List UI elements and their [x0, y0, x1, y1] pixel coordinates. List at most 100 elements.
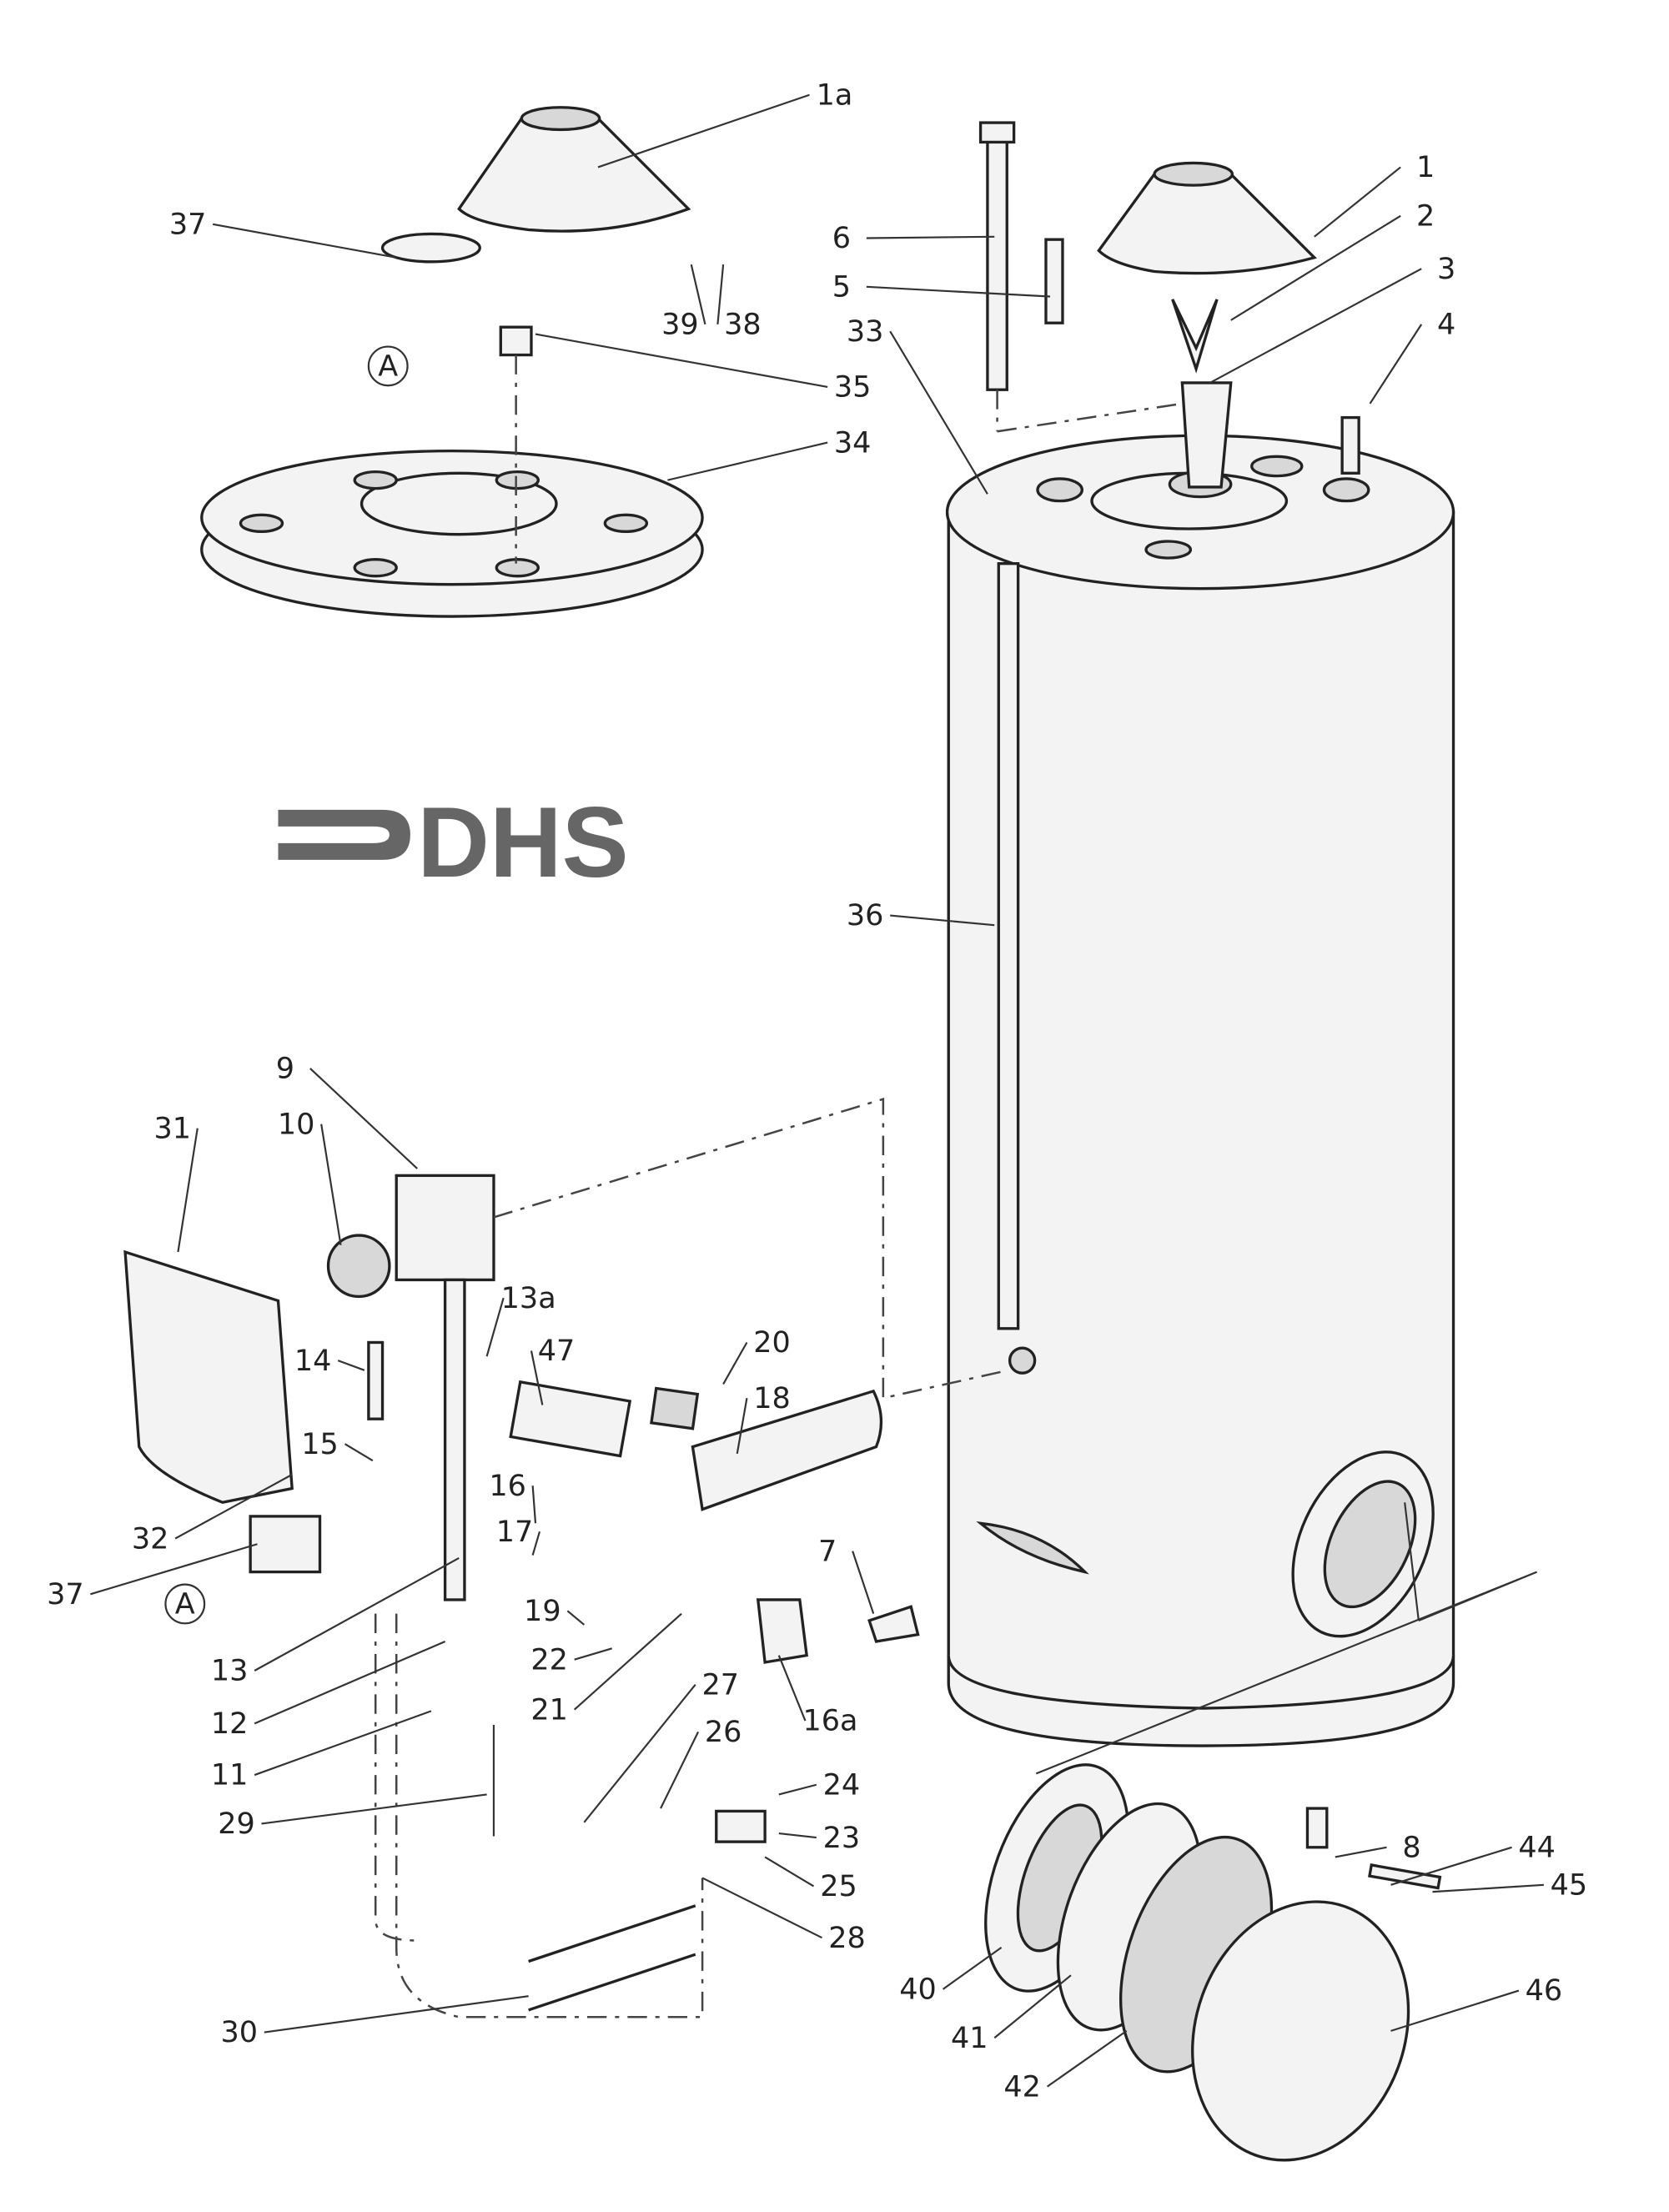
- leader-line: [573, 1612, 682, 1711]
- leader-line: [530, 1350, 544, 1405]
- part-number-label: 28: [828, 1922, 866, 1955]
- inspection-flange-assembly: [984, 1502, 1538, 2162]
- leader-line: [531, 1486, 537, 1524]
- part-number-label: 13: [211, 1655, 249, 1688]
- logo-text: DHS: [417, 787, 628, 898]
- leader-line: [1230, 214, 1401, 321]
- leader-line: [254, 1640, 446, 1725]
- leader-line: [667, 441, 828, 481]
- leader-line: [485, 1297, 505, 1357]
- leader-line: [1047, 2030, 1128, 2088]
- part-number-label: 37: [169, 208, 207, 241]
- part-number-label: 38: [724, 309, 762, 342]
- part-number-label: 24: [823, 1768, 861, 1802]
- leader-line: [660, 1731, 700, 1809]
- leader-line: [177, 1128, 199, 1253]
- part-number-label: 26: [705, 1716, 742, 1749]
- water-heater-tank: [945, 434, 1455, 1747]
- part-number-label: 6: [832, 222, 851, 255]
- leader-line: [90, 1543, 258, 1596]
- leader-line: [1390, 1989, 1520, 2032]
- part-number-label: 17: [496, 1516, 534, 1549]
- part-number-label: 45: [1551, 1868, 1588, 1902]
- part-number-label: A: [378, 350, 398, 384]
- part-number-label: 5: [832, 271, 851, 304]
- part-number-label: 1: [1416, 151, 1435, 184]
- part-number-label: 15: [301, 1428, 339, 1461]
- leader-line: [566, 1610, 586, 1626]
- part-number-label: 20: [753, 1326, 791, 1360]
- leader-line: [716, 264, 725, 324]
- part-number-label: 47: [538, 1335, 576, 1368]
- leader-line: [1209, 268, 1422, 384]
- part-number-label: 41: [951, 2022, 988, 2055]
- part-number-label: 21: [530, 1693, 568, 1727]
- leader-line: [309, 1068, 418, 1169]
- part-number-label: 12: [211, 1707, 249, 1741]
- part-number-label: 34: [834, 426, 872, 460]
- leader-line: [778, 1832, 817, 1839]
- dhs-logo: DHS: [278, 787, 629, 898]
- leader-line: [174, 1473, 293, 1540]
- part-number-label: 35: [834, 371, 872, 405]
- leader-line: [866, 235, 995, 239]
- leader-line: [701, 1877, 822, 1939]
- part-number-label: 25: [820, 1870, 857, 1903]
- leader-line: [212, 223, 397, 259]
- leader-line: [531, 1531, 541, 1556]
- leader-line: [942, 1946, 1003, 1990]
- leader-line: [535, 333, 828, 388]
- leader-line: [337, 1360, 365, 1371]
- leader-line: [254, 1710, 432, 1777]
- leader-line: [1390, 1846, 1512, 1886]
- part-number-label: 2: [1416, 199, 1435, 233]
- reference-circle: [367, 345, 409, 387]
- leader-line: [690, 264, 706, 325]
- leader-line: [889, 330, 988, 495]
- leader-line: [993, 1974, 1072, 2039]
- leader-line: [320, 1124, 342, 1245]
- leader-line: [722, 1341, 748, 1385]
- part-number-label: 30: [221, 2016, 259, 2049]
- part-number-label: 16: [489, 1470, 526, 1503]
- leader-line: [852, 1551, 875, 1614]
- leader-line: [1432, 1883, 1544, 1893]
- part-number-label: 27: [701, 1668, 739, 1702]
- leader-line: [264, 1995, 529, 2034]
- leader-line: [1314, 166, 1401, 238]
- part-number-label: 31: [153, 1112, 191, 1145]
- part-number-label: 14: [294, 1345, 332, 1378]
- gas-control-assembly: [123, 1097, 1009, 2018]
- part-number-label: 16a: [803, 1705, 858, 1738]
- leader-line: [574, 1647, 613, 1661]
- part-number-label: A: [175, 1588, 195, 1621]
- leader-line: [777, 1655, 807, 1722]
- part-number-label: 33: [847, 315, 884, 349]
- leader-line: [344, 1443, 374, 1462]
- leader-line: [890, 914, 995, 927]
- leader-line: [778, 1783, 817, 1796]
- leader-line: [1369, 324, 1423, 405]
- leader-line: [866, 285, 1051, 298]
- part-number-label: 23: [823, 1822, 861, 1855]
- leader-line: [1335, 1846, 1387, 1858]
- part-number-label: 36: [847, 899, 884, 933]
- part-number-label: 10: [278, 1108, 315, 1141]
- part-number-label: 37: [47, 1578, 84, 1611]
- part-number-label: 13a: [501, 1282, 556, 1315]
- part-number-label: 22: [530, 1643, 568, 1677]
- part-number-label: 46: [1526, 1974, 1563, 2008]
- leader-line: [597, 93, 810, 168]
- part-number-label: 32: [132, 1522, 169, 1556]
- part-number-label: 18: [753, 1382, 791, 1415]
- part-number-label: 3: [1437, 253, 1455, 286]
- part-number-label: 19: [524, 1595, 561, 1628]
- leader-line: [254, 1556, 460, 1672]
- leader-line: [736, 1397, 748, 1455]
- leader-line: [261, 1793, 487, 1825]
- part-number-label: 1a: [817, 78, 853, 112]
- part-number-label: 7: [818, 1535, 837, 1568]
- part-number-label: 44: [1518, 1831, 1556, 1864]
